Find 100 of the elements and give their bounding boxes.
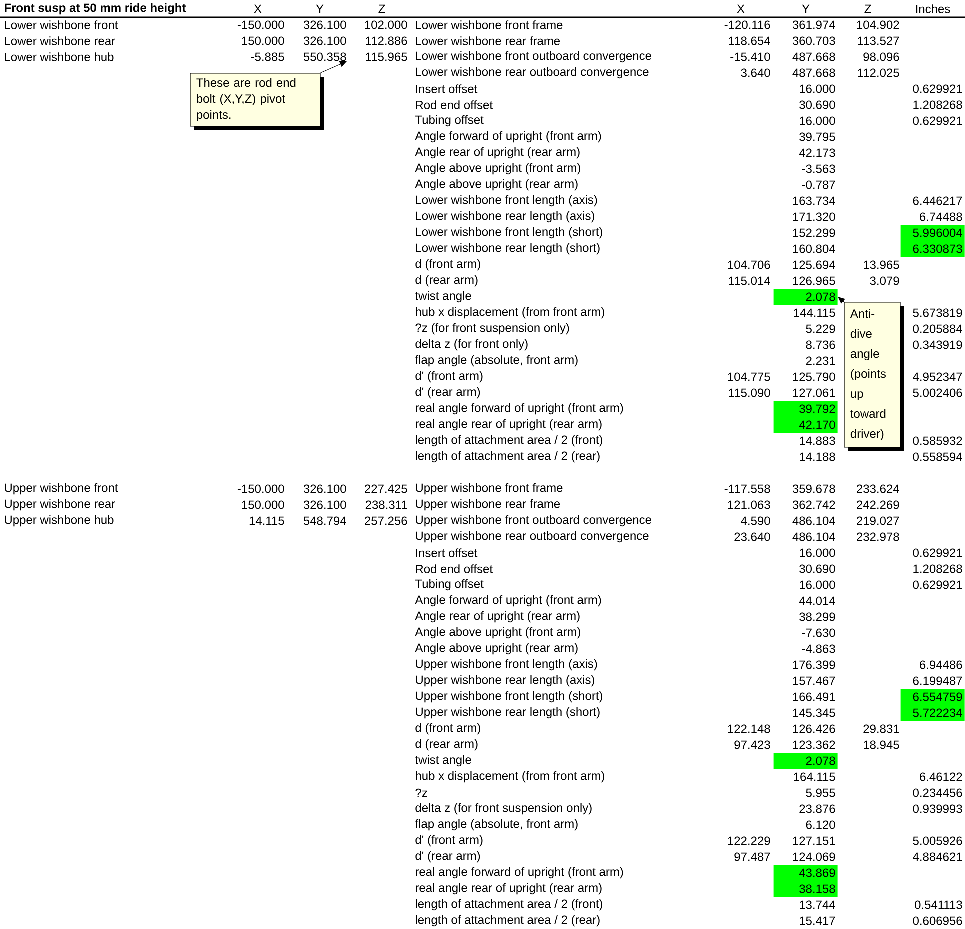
cell-value: 2.231 — [806, 356, 836, 366]
row-label: flap angle (absolute, front arm) — [415, 355, 578, 367]
cell-value: 98.096 — [864, 52, 900, 62]
cell-value: 115.014 — [729, 276, 770, 286]
cell-value: 152.299 — [793, 228, 836, 238]
cell-value: -150.000 — [238, 484, 284, 494]
cell-value: -7.630 — [802, 628, 836, 638]
cell-value: 0.234456 — [913, 788, 962, 798]
highlighted-cell: 39.792 — [774, 401, 838, 417]
row-label: Lower wishbone front — [5, 20, 118, 30]
cell-value: 487.668 — [792, 68, 836, 78]
row-label: Angle above upright (rear arm) — [415, 179, 578, 191]
cell-value: 359.678 — [792, 484, 836, 494]
highlighted-cell: 2.078 — [774, 289, 838, 305]
cell-value: 145.345 — [793, 708, 836, 718]
node-label: 43.869 — [799, 868, 836, 878]
row-label: Lower wishbone front length (axis) — [416, 195, 598, 207]
row-label: Lower wishbone front length (short) — [416, 227, 603, 239]
row-label: Upper wishbone rear outboard convergence — [416, 531, 649, 543]
column-header: X — [254, 4, 262, 14]
cell-value: 0.939993 — [913, 804, 962, 814]
highlighted-cell: 43.869 — [774, 865, 838, 882]
row-label: delta z (for front suspension only) — [416, 803, 592, 815]
row-label: d (front arm) — [416, 723, 480, 735]
cell-value: 550.358 — [304, 52, 346, 62]
row-label: length of attachment area / 2 (rear) — [416, 451, 600, 463]
cell-value: 362.742 — [792, 500, 836, 510]
leader-line — [320, 61, 347, 74]
cell-value: 3.079 — [870, 276, 900, 286]
cell-value: 30.690 — [800, 564, 836, 574]
row-label: Upper wishbone rear frame — [416, 499, 560, 511]
cell-value: 16.000 — [800, 84, 836, 94]
cell-value: 5.955 — [806, 788, 836, 798]
cell-value: 233.624 — [857, 484, 900, 494]
cell-value: 122.148 — [728, 724, 770, 734]
cell-value: -5.885 — [251, 52, 284, 62]
cell-value: 115.965 — [366, 52, 408, 62]
cell-value: 163.734 — [793, 196, 836, 206]
cell-value: 0.629921 — [913, 84, 962, 94]
cell-value: 150.000 — [242, 500, 284, 510]
cell-value: 3.640 — [741, 68, 770, 78]
cell-value: 125.790 — [793, 372, 836, 382]
cell-value: 0.558594 — [913, 452, 962, 462]
row-label: Angle rear of upright (rear arm) — [415, 611, 580, 623]
row-label: Rod end offset — [416, 100, 493, 110]
row-label: Lower wishbone rear outboard convergence — [416, 67, 649, 79]
cell-value: 361.974 — [792, 20, 836, 30]
cell-value: 219.027 — [857, 516, 900, 526]
row-label: ?z — [416, 788, 428, 798]
cell-value: 486.104 — [792, 516, 836, 526]
row-label: Upper wishbone hub — [5, 515, 114, 527]
cell-value: 326.100 — [304, 484, 346, 494]
cell-value: 13.965 — [864, 260, 900, 270]
cell-value: 112.025 — [858, 68, 900, 78]
cell-value: 144.115 — [794, 308, 836, 318]
highlighted-cell: 6.554759 — [900, 689, 965, 705]
highlighted-cell: 42.170 — [774, 417, 838, 433]
cell-value: 1.208268 — [914, 564, 962, 574]
row-label: Angle forward of upright (front arm) — [415, 595, 602, 607]
cell-value: 124.069 — [793, 852, 836, 862]
row-label: real angle rear of upright (rear arm) — [416, 883, 602, 895]
row-label: Upper wishbone rear — [5, 499, 116, 511]
cell-value: 4.884621 — [913, 852, 962, 862]
row-label: Angle above upright (front arm) — [415, 163, 581, 175]
cell-value: 44.014 — [799, 596, 836, 606]
column-header: Y — [802, 4, 810, 14]
cell-value: 0.629921 — [913, 116, 962, 126]
cell-value: 121.063 — [728, 500, 770, 510]
cell-value: 0.541113 — [915, 900, 962, 910]
cell-value: 326.100 — [304, 500, 346, 510]
row-label: Lower wishbone front outboard convergence — [416, 51, 652, 63]
row-label: flap angle (absolute, front arm) — [415, 819, 578, 831]
row-label: Upper wishbone front outboard convergence — [416, 515, 652, 527]
cell-value: -0.787 — [802, 180, 836, 190]
row-label: Upper wishbone rear length (short) — [416, 707, 600, 719]
cell-value: 16.000 — [800, 548, 836, 558]
sheet-title: Front susp at 50 mm ride height — [5, 3, 186, 15]
cell-value: -15.410 — [730, 52, 770, 62]
cell-value: 0.343919 — [913, 340, 962, 350]
cell-value: 0.629921 — [913, 580, 962, 590]
row-label: d' (front arm) — [416, 835, 483, 847]
column-header: X — [737, 4, 745, 14]
cell-value: 97.423 — [734, 740, 770, 750]
row-label: Upper wishbone front length (short) — [416, 691, 603, 703]
row-label: Lower wishbone rear — [5, 36, 116, 46]
row-label: d' (rear arm) — [416, 851, 480, 863]
row-label: d' (rear arm) — [416, 387, 480, 399]
cell-value: -4.863 — [802, 644, 836, 654]
cell-value: 326.100 — [304, 36, 346, 46]
cell-value: 122.229 — [728, 836, 770, 846]
cell-value: 548.794 — [304, 516, 346, 526]
cell-value: 166.491 — [793, 692, 836, 702]
row-label: Upper wishbone front frame — [416, 483, 563, 495]
cell-value: -3.563 — [802, 164, 836, 174]
cell-value: 18.945 — [864, 740, 900, 750]
cell-value: 39.795 — [800, 132, 836, 142]
row-label: Lower wishbone hub — [5, 52, 114, 62]
cell-value: 118.654 — [729, 36, 770, 46]
cell-value: 176.399 — [793, 660, 836, 670]
row-label: hub x displacement (from front arm) — [416, 771, 604, 783]
